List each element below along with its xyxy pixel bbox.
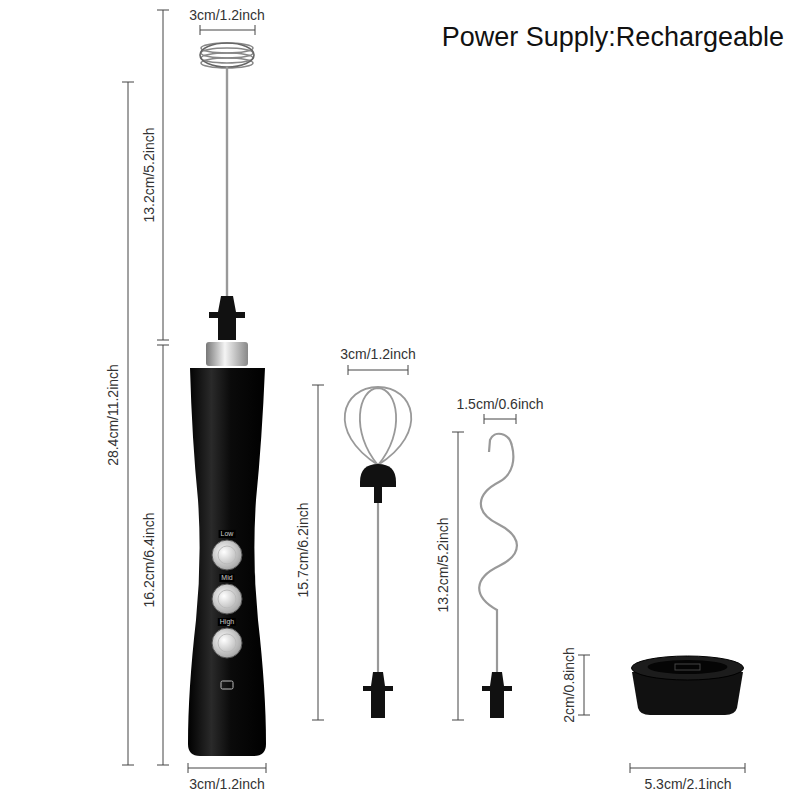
dough-hook bbox=[479, 434, 517, 718]
dimension-label: 2cm/0.8inch bbox=[561, 645, 577, 724]
dimension-label: 1.5cm/0.6inch bbox=[454, 396, 545, 412]
dimension-label: 3cm/1.2inch bbox=[187, 7, 266, 23]
balloon-whisk bbox=[345, 387, 412, 718]
button-label: Mid bbox=[219, 574, 234, 582]
dimension-lines bbox=[122, 10, 745, 773]
dimension-label: 13.2cm/5.2inch bbox=[141, 126, 157, 225]
dimension-label: 15.7cm/6.2inch bbox=[295, 501, 311, 600]
button-label: High bbox=[218, 618, 236, 626]
title: Power Supply:Rechargeable bbox=[440, 22, 786, 53]
charging-base bbox=[632, 656, 744, 715]
button-label: Low bbox=[219, 530, 236, 538]
dimension-label: 16.2cm/6.4inch bbox=[141, 511, 157, 610]
dimension-label: 3cm/1.2inch bbox=[338, 346, 417, 362]
dimension-label: 3cm/1.2inch bbox=[187, 776, 266, 792]
dimension-label: 28.4cm/11.2inch bbox=[105, 362, 121, 468]
dimension-label: 5.3cm/2.1inch bbox=[642, 776, 733, 792]
dimension-label: 13.2cm/5.2inch bbox=[435, 516, 451, 615]
frother-handle bbox=[188, 43, 266, 756]
